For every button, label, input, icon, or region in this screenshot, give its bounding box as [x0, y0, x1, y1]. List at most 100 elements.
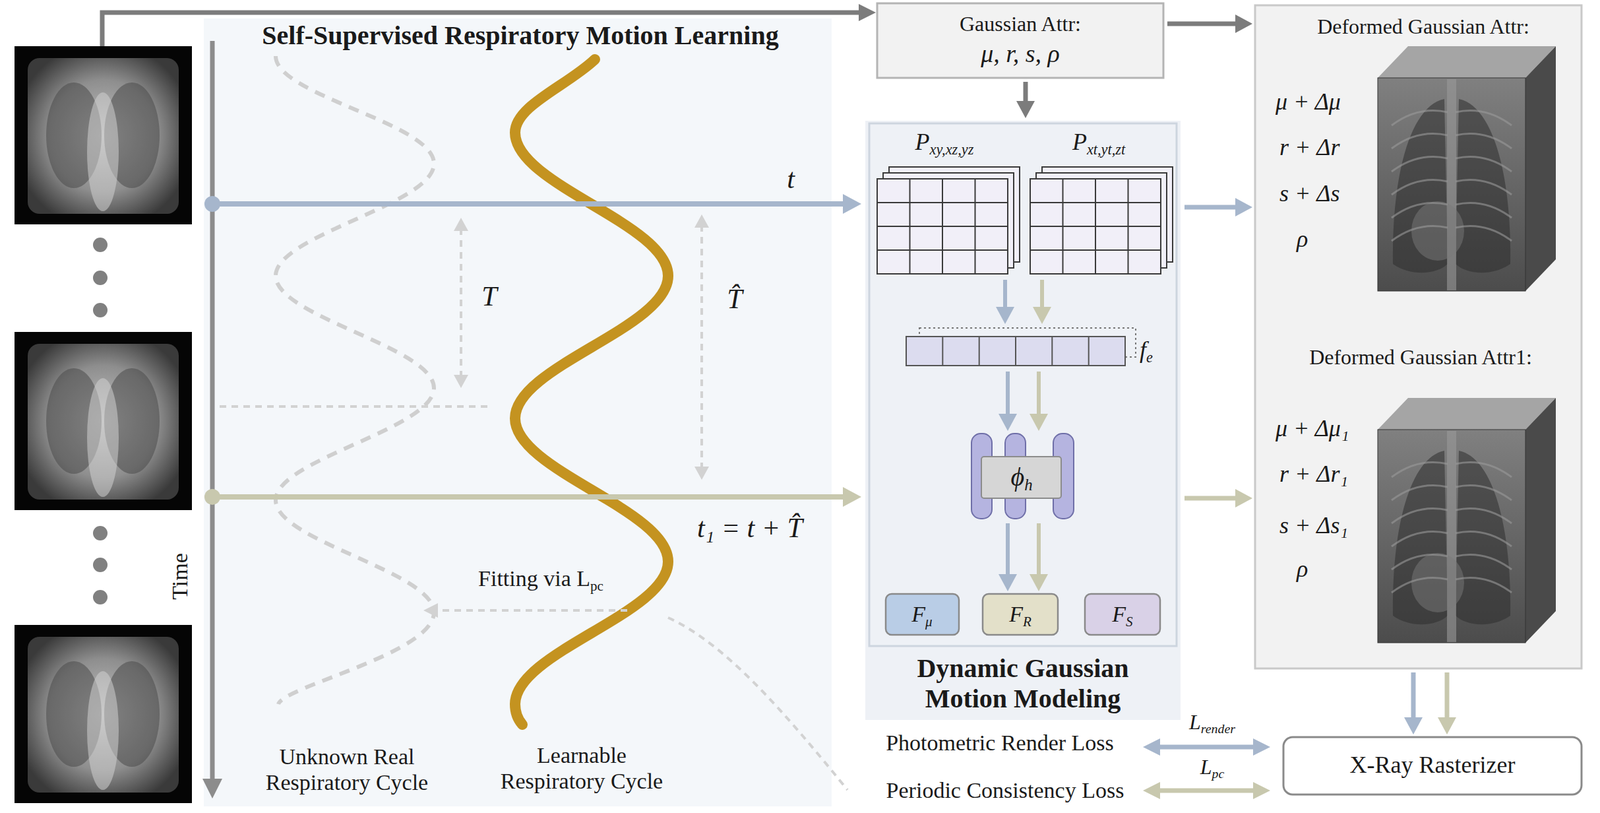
time-sample-arrow: [212, 493, 846, 500]
annotation: Fitting via Lpc: [478, 565, 604, 591]
arrow-line: [1445, 672, 1450, 719]
plane-grid-art: [877, 225, 1008, 227]
arrow-head: [995, 306, 1015, 324]
flow-arrow: [1016, 81, 1035, 119]
axis-label: Time: [166, 553, 192, 601]
period-arrowheads: [423, 214, 709, 618]
period-marker: [219, 224, 848, 790]
section-panel-fill: [203, 18, 832, 806]
period-marker: [700, 224, 704, 469]
flow-arrow: [998, 371, 1017, 431]
time-sample-arrow: [204, 488, 221, 505]
subscript: pc: [1212, 765, 1225, 781]
loss-arrow: [1142, 781, 1161, 799]
subscript: xt,yt,zt: [1086, 141, 1126, 158]
arrow-head: [1404, 716, 1423, 735]
loss-symbol: Lpc: [1200, 754, 1225, 779]
node-text: r + Δr: [1279, 133, 1340, 161]
period-marker: [219, 404, 493, 408]
arrow-line: [1005, 371, 1010, 415]
plane-grid-art: [877, 178, 1008, 274]
attribute-box: Gaussian Attr:μ, r, s, ρ: [877, 3, 1164, 78]
plane-grid-art: [877, 178, 1008, 274]
plane-grid-art: [877, 201, 1008, 204]
flow-arrow: [998, 523, 1017, 591]
flow-arrow: [1032, 279, 1052, 324]
loss-label: Periodic Consistency Loss: [886, 776, 1125, 803]
node-text: Deformed Gaussian Attr:: [1317, 14, 1530, 39]
variable-label: t: [786, 162, 795, 195]
flow-arrow: [1167, 14, 1253, 33]
volume-render: [1377, 46, 1556, 291]
volume-render: [1391, 226, 1512, 242]
curve-label: Unknown Real Respiratory Cycle: [254, 743, 440, 795]
subscript: pc: [590, 577, 604, 594]
subscript: R: [1022, 613, 1032, 630]
section-panel: Self-Supervised Respiratory Motion Learn…: [203, 18, 832, 806]
loss-arrow: [1142, 781, 1271, 799]
plane-grid-art: [877, 249, 1008, 251]
time-sample-arrow: [204, 486, 862, 507]
feature-vector-art: [906, 327, 1136, 366]
node-text: s + Δs: [1279, 180, 1340, 208]
head-box: FR: [982, 593, 1058, 635]
node-text: Gaussian Attr:: [959, 11, 1081, 37]
volume-render: [1377, 77, 1526, 291]
node-text: Self-Supervised Respiratory Motion Learn…: [261, 20, 779, 51]
subscript: h: [1024, 475, 1033, 494]
volume-render: [1377, 46, 1556, 78]
time-sample-arrow: [842, 193, 862, 214]
arrow-head: [1235, 197, 1253, 217]
flow-arrow: [1029, 523, 1048, 591]
period-arrowheads: [453, 374, 469, 388]
arrow-head: [1029, 573, 1048, 591]
arrow-head: [1032, 306, 1052, 324]
volume-render: [1525, 46, 1556, 291]
head-box-fill: [885, 593, 959, 635]
period-marker: [459, 228, 463, 378]
head-box-fill: [982, 593, 1058, 635]
curve-label: Learnable Respiratory Cycle: [489, 741, 675, 794]
period-marker: [437, 608, 628, 612]
volume-render: [1391, 180, 1512, 196]
ellipsis-dots: [92, 237, 108, 252]
volume-render: [1391, 203, 1512, 219]
plane-grid-art: [1030, 166, 1173, 274]
arrow-head: [998, 573, 1017, 591]
feature-vector-art: [941, 336, 944, 366]
node-text: s + Δs₁: [1279, 511, 1349, 539]
time-axis: [202, 40, 223, 799]
arrow-head: [1235, 14, 1253, 33]
xray-image: [14, 46, 192, 225]
ellipsis-dots: [92, 237, 108, 605]
subscript: render: [1200, 720, 1236, 736]
arrow-head: [1437, 716, 1457, 735]
volume-render: [1455, 98, 1511, 273]
feature-vector-art: [978, 336, 981, 366]
volume-render: [1377, 397, 1556, 643]
arrow-head: [998, 413, 1017, 431]
feature-vector: fe: [904, 326, 1163, 368]
loss-symbol: Lrender: [1189, 709, 1236, 735]
period-arrowheads: [453, 217, 469, 231]
arrow-head: [1029, 413, 1048, 431]
node-fill: [203, 3, 1582, 806]
flow-arrow: [1404, 672, 1423, 735]
loss-arrow: [1142, 738, 1271, 756]
node-text: Pxy,xz,yz: [915, 128, 975, 156]
flow-arrow: [1437, 672, 1457, 735]
node-text: r + Δr₁: [1279, 460, 1349, 488]
node-text: ϕh: [1010, 461, 1033, 493]
volume-render: [1391, 133, 1512, 150]
period-arrowheads: [423, 602, 438, 618]
plane-grid: Pxt,yt,zt: [1028, 125, 1180, 276]
feature-vector-art: [1015, 336, 1017, 366]
ellipsis-dots: [92, 589, 108, 605]
module-panel: Pxy,xz,yzPxt,yt,ztfeϕhFμFRFSDynamic Gaus…: [865, 120, 1181, 720]
equation-label: t₁ = t + T̂: [697, 511, 803, 544]
rasterizer-box-fill: [1283, 736, 1582, 795]
variable-label: T̂: [726, 282, 742, 315]
volume-render: [1391, 110, 1512, 126]
